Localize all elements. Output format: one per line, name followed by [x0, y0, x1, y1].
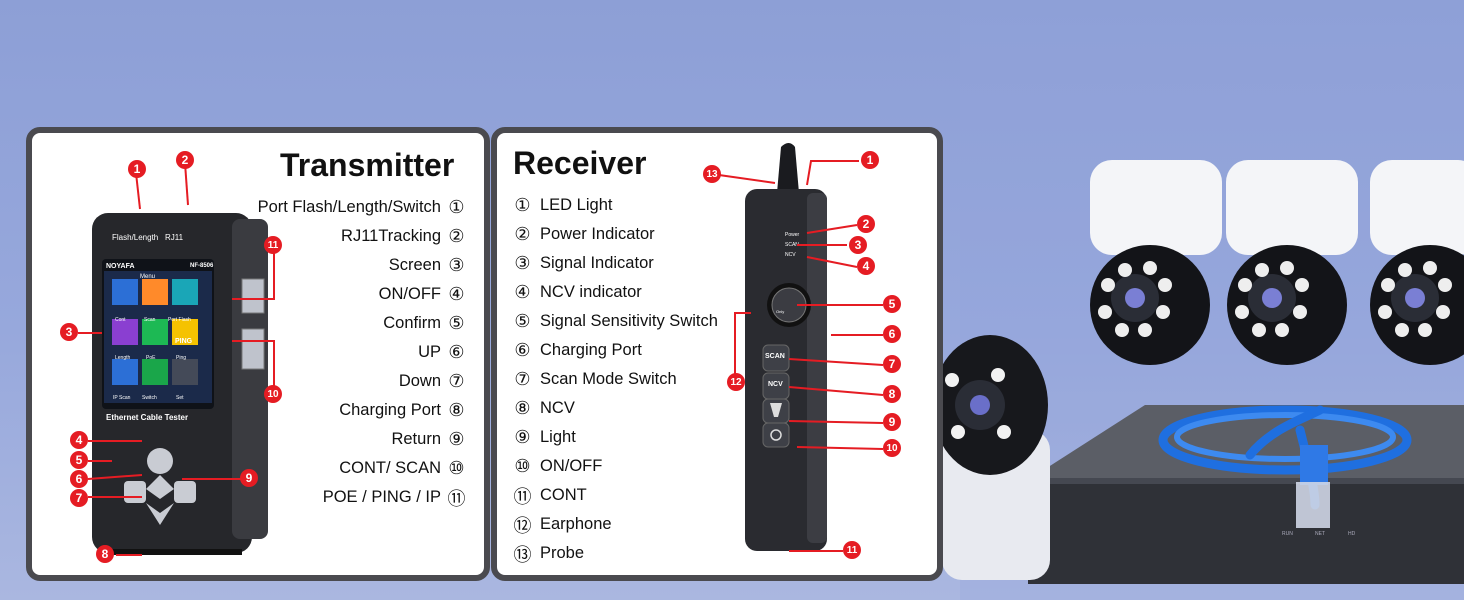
tx-tile-cont: Cont: [115, 317, 126, 323]
rj45-plug: [1296, 482, 1330, 528]
callout-badge: 6: [883, 325, 901, 343]
ptz-camera: [1226, 160, 1358, 365]
tx-device-name: Ethernet Cable Tester: [106, 413, 189, 422]
callout-badge: 1: [861, 151, 879, 169]
tx-tile-poe: PoE: [146, 355, 156, 361]
tx-tile-ip-scan: IP Scan: [113, 395, 131, 401]
tx-tile-ping: Ping: [176, 355, 187, 361]
callout-badge: 2: [857, 215, 875, 233]
tx-menu-label: Menu: [140, 274, 156, 280]
callout-badge: 9: [240, 469, 258, 487]
rx-ncv-label: NCV: [785, 252, 796, 258]
tx-brand: NOYAFA: [106, 263, 135, 270]
ptz-camera: [1090, 160, 1222, 365]
callout-badge: 10: [883, 439, 901, 457]
callout-badge: 5: [70, 451, 88, 469]
rx-power-label: Power: [785, 232, 800, 238]
dome-camera-small: [932, 335, 1050, 580]
callout-badge: 12: [727, 373, 745, 391]
callout-badge: 7: [70, 489, 88, 507]
nvr-hd-label: HD: [1348, 531, 1356, 537]
nvr-run-label: RUN: [1282, 531, 1293, 537]
receiver-device: [745, 143, 827, 551]
callout-badge: 4: [857, 257, 875, 275]
transmitter-title: Transmitter: [280, 147, 455, 183]
nvr-net-label: NET: [1315, 531, 1325, 537]
callout-badge: 8: [883, 385, 901, 403]
callout-badge: 8: [96, 545, 114, 563]
callout-badge: 7: [883, 355, 901, 373]
rx-scan-button-label: SCAN: [765, 353, 785, 360]
callout-badge: 4: [70, 431, 88, 449]
callout-badge: 11: [264, 236, 282, 254]
callout-badge: 11: [843, 541, 861, 559]
tx-tile-switch: Switch: [142, 395, 157, 401]
callout-badge: 1: [128, 160, 146, 178]
tx-rj11-label: RJ11: [165, 233, 184, 242]
callout-badge: 13: [703, 165, 721, 183]
callout-badge: 2: [176, 151, 194, 169]
ethernet-cable: [1158, 405, 1412, 510]
callout-badge: 9: [883, 413, 901, 431]
tx-tile-ping-text: PING: [175, 338, 193, 345]
tx-tile-length: Length: [115, 355, 131, 361]
ptz-camera: [1370, 160, 1464, 365]
rx-knob-label: Only: [776, 309, 785, 314]
callout-badge: 10: [264, 385, 282, 403]
transmitter-callout-lines: [78, 162, 275, 556]
callout-badge: 3: [849, 236, 867, 254]
tx-flash-length-label: Flash/Length: [112, 233, 159, 242]
callout-badge: 3: [60, 323, 78, 341]
rx-ncv-button-label: NCV: [768, 381, 783, 388]
tx-model: NF-8506: [190, 263, 214, 269]
tx-tile-set: Set: [176, 395, 184, 401]
rx-scan-label: SCAN: [785, 242, 799, 248]
cable-boot: [1300, 445, 1328, 485]
callout-badge: 5: [883, 295, 901, 313]
tx-tile-scan: Scan: [144, 317, 156, 323]
receiver-callout-lines: [718, 160, 884, 552]
callout-badge: 6: [70, 470, 88, 488]
tx-tile-port-flash: Port Flash: [168, 317, 191, 323]
receiver-title: Receiver: [513, 145, 647, 181]
